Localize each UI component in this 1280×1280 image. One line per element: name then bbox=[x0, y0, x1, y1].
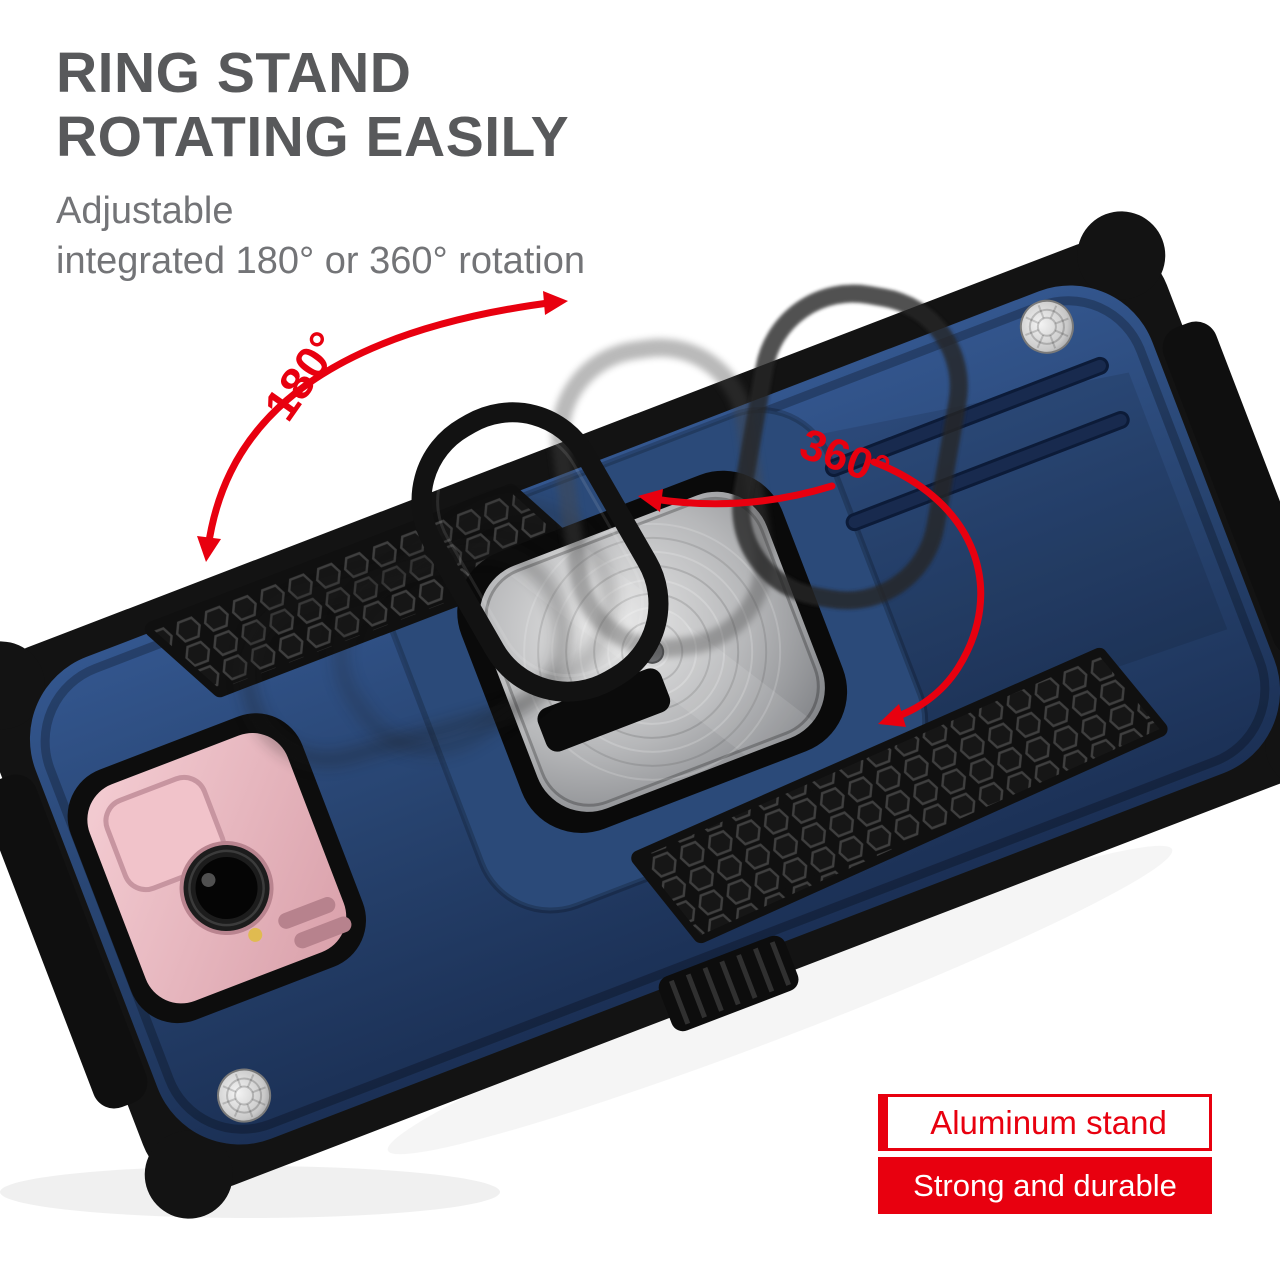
camera-lens-inner bbox=[195, 857, 258, 920]
callout-aluminum-stand-label: Aluminum stand bbox=[930, 1103, 1167, 1141]
flash-dot bbox=[248, 927, 263, 942]
camera-module bbox=[67, 713, 366, 1024]
callout-aluminum-stand: Aluminum stand bbox=[878, 1094, 1212, 1151]
corner-screw-bottom-left bbox=[217, 1068, 272, 1123]
callout-strong-durable: Strong and durable bbox=[878, 1157, 1212, 1214]
side-button bbox=[658, 935, 799, 1032]
feature-callouts: Aluminum stand Strong and durable bbox=[878, 1094, 1212, 1214]
rotation-360-arrow-left bbox=[650, 482, 836, 508]
callout-strong-durable-label: Strong and durable bbox=[913, 1167, 1177, 1203]
case-shadow bbox=[0, 1166, 500, 1218]
camera-lens-highlight bbox=[201, 872, 216, 887]
corner-screw-top-right bbox=[1019, 299, 1074, 354]
page-title: RING STAND ROTATING EASILY bbox=[56, 41, 585, 170]
finger-ring-motion-blur-2 bbox=[332, 498, 618, 758]
corner-bumper-tr bbox=[1077, 211, 1166, 300]
sensor-slot-1 bbox=[278, 897, 336, 929]
rotation-180-arrowhead-top bbox=[543, 291, 568, 315]
title-line-1: RING STAND bbox=[56, 41, 412, 105]
finger-ring bbox=[411, 402, 669, 702]
subtitle-line-1: Adjustable bbox=[56, 189, 234, 232]
camera-lens-detail bbox=[188, 849, 265, 927]
end-cap-right bbox=[1162, 321, 1280, 656]
rotation-180-arrowhead-bottom bbox=[197, 536, 221, 562]
title-line-2: ROTATING EASILY bbox=[56, 104, 570, 169]
rotation-180-arrow bbox=[204, 298, 560, 552]
case-shadow-2 bbox=[387, 845, 1173, 1155]
finger-ring-ghost-1 bbox=[551, 338, 773, 658]
rotation-360-arrow-right bbox=[870, 458, 985, 723]
corner-bumper-tl bbox=[0, 641, 45, 730]
corner-bumper-bl bbox=[144, 1130, 233, 1219]
phone-case bbox=[0, 211, 1280, 1219]
subtitle-line-2: integrated 180° or 360° rotation bbox=[56, 239, 585, 282]
finger-ring-ghost-2 bbox=[732, 284, 968, 610]
header: RING STAND ROTATING EASILY Adjustable in… bbox=[56, 41, 585, 286]
end-cap-left bbox=[0, 774, 148, 1109]
ring-hinge bbox=[537, 668, 671, 752]
rotation-360-arrowhead-right bbox=[878, 704, 906, 727]
sensor-slot-2 bbox=[294, 916, 352, 949]
grip-texture-bottom-pattern bbox=[639, 655, 1160, 936]
rotation-360-arrowhead-left bbox=[638, 489, 663, 512]
subtitle: Adjustable integrated 180° or 360° rotat… bbox=[56, 186, 585, 286]
